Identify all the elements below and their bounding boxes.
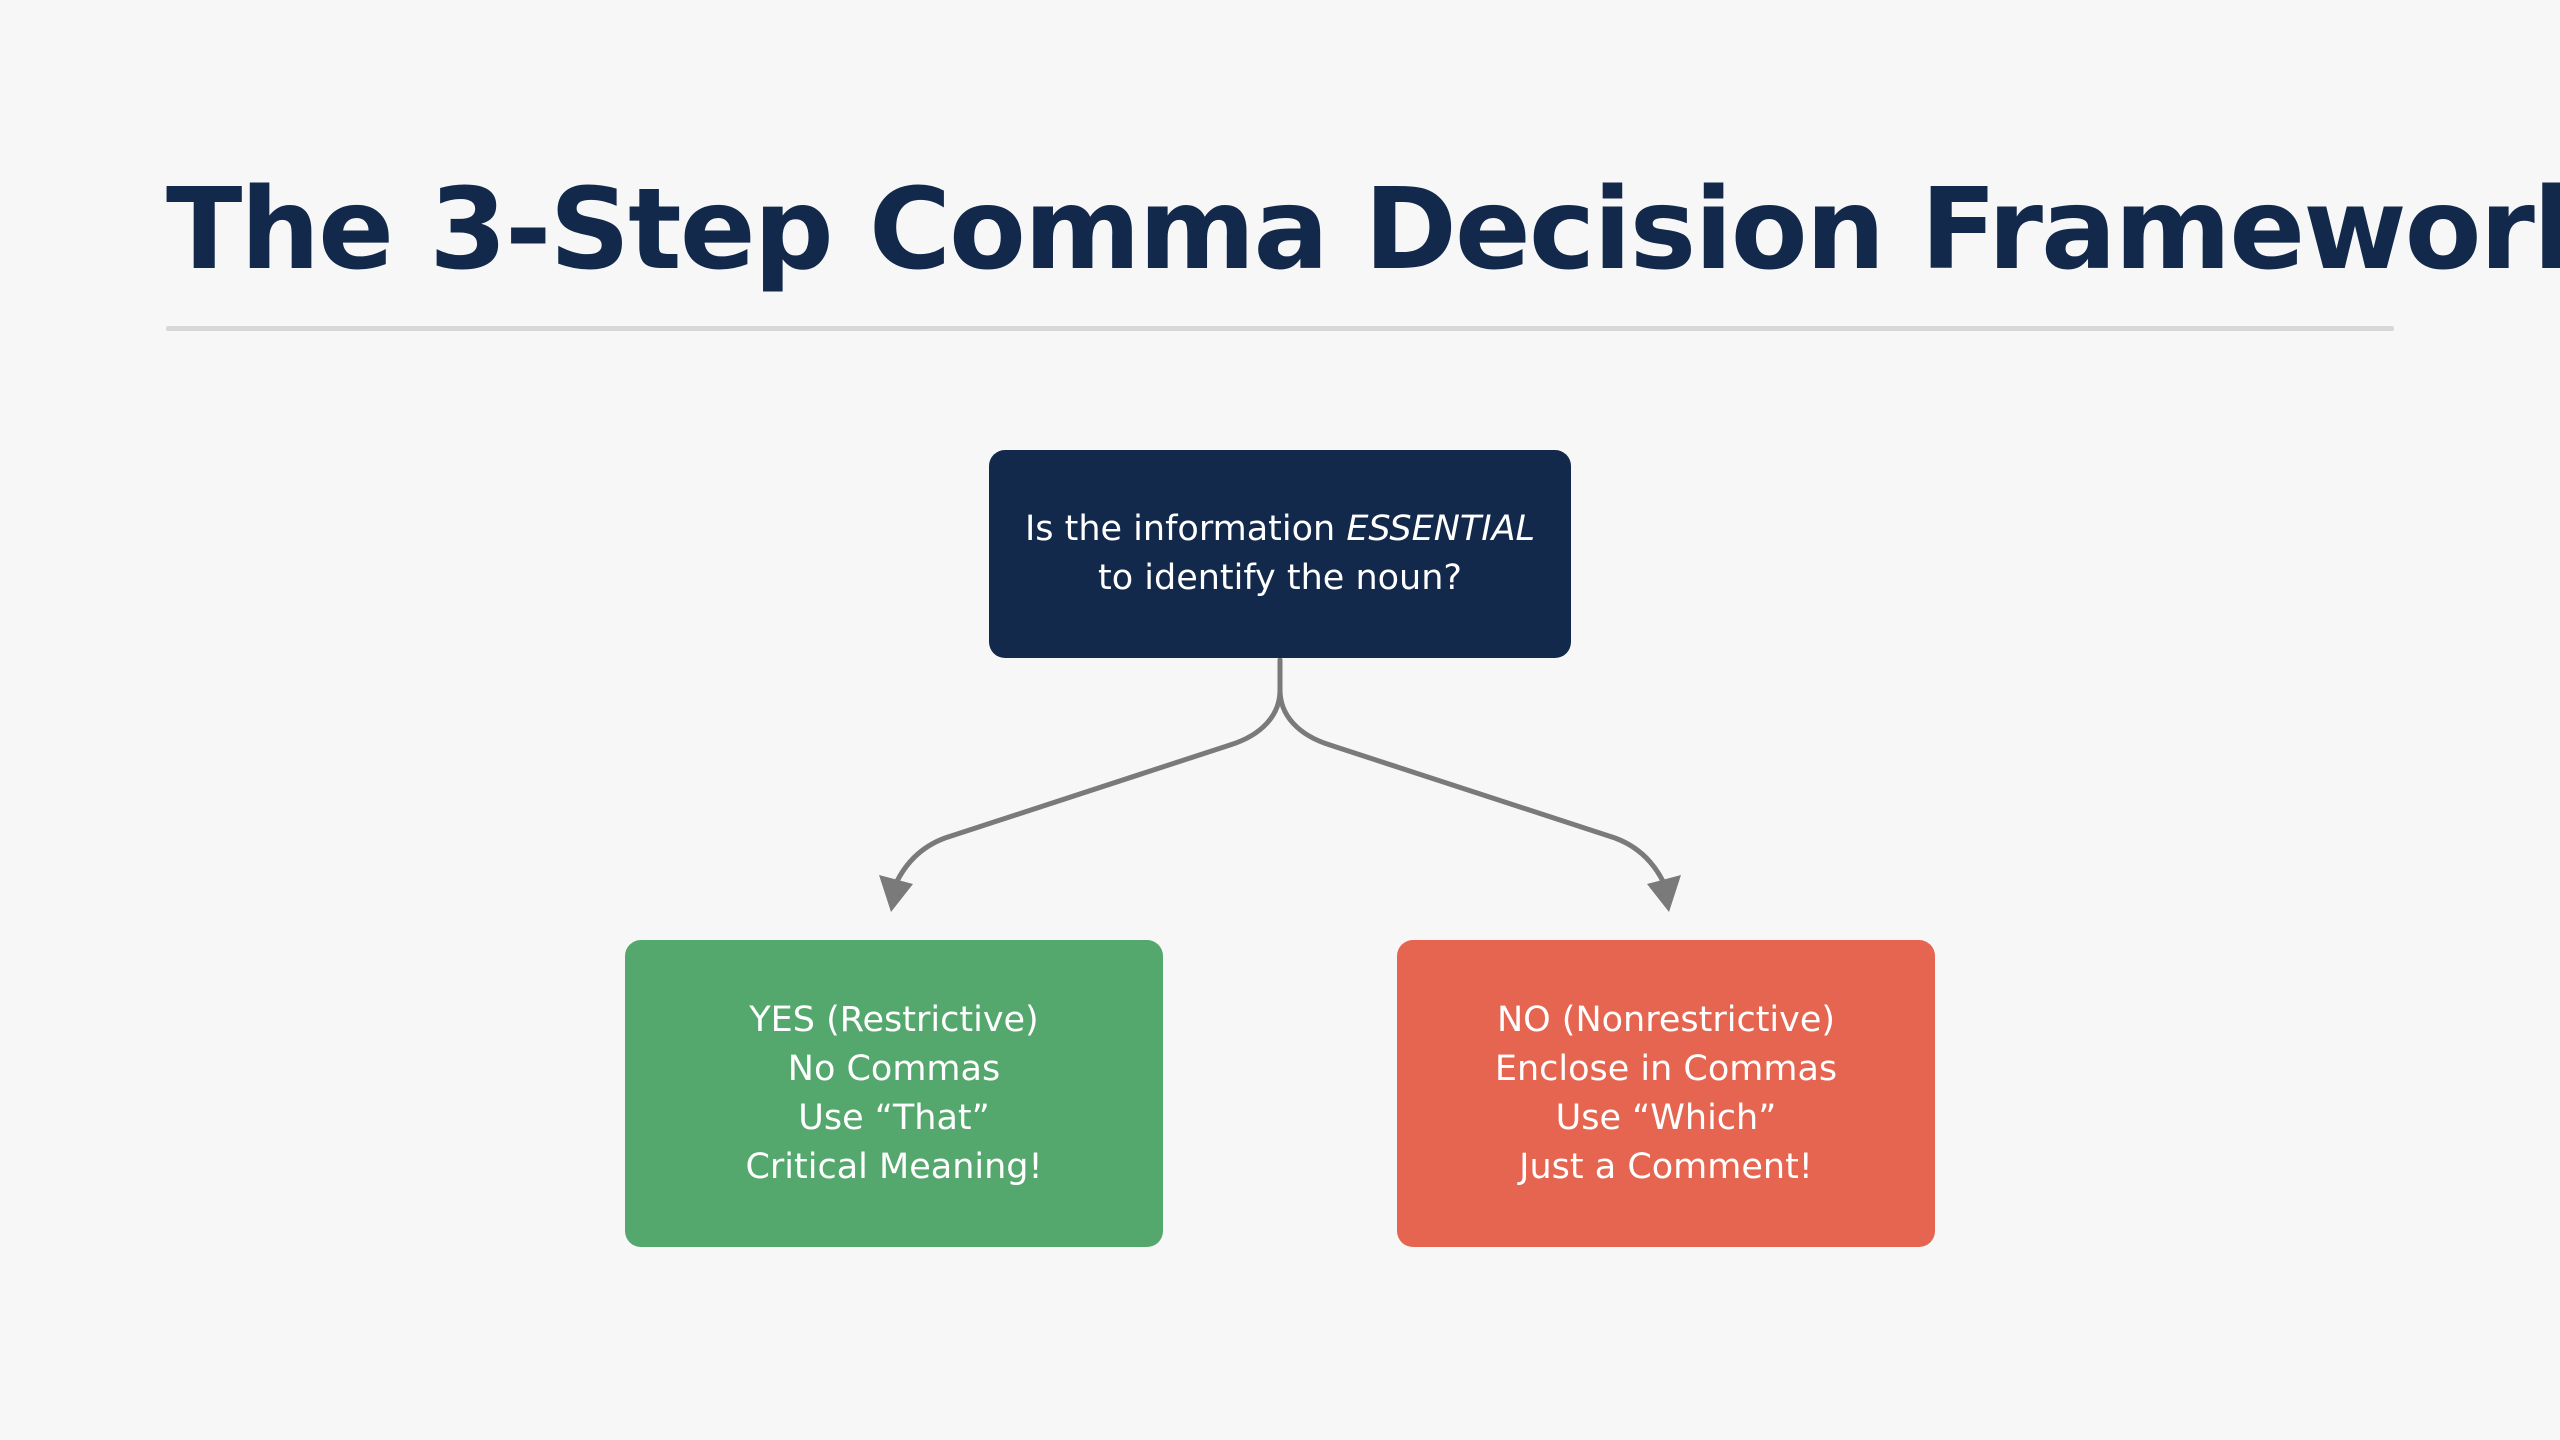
question-emphasis: ESSENTIAL [1346, 509, 1536, 549]
yes-line-1: YES (Restrictive) [749, 999, 1039, 1040]
question-line-2: to identify the noun? [1097, 558, 1462, 598]
yes-restrictive-box: YES (Restrictive) No Commas Use “That” C… [625, 940, 1163, 1247]
yes-line-2: No Commas [787, 1048, 1001, 1089]
connector-to-yes [890, 657, 1283, 893]
arrowhead-yes [879, 875, 913, 912]
decision-question-box: Is the information ESSENTIAL to identify… [989, 450, 1571, 658]
no-line-1: NO (Nonrestrictive) [1496, 999, 1836, 1040]
yes-line-3: Use “That” [798, 1097, 990, 1138]
connector-to-no [1277, 657, 1670, 893]
no-line-4: Just a Comment! [1519, 1146, 1813, 1187]
question-line-1: Is the information ESSENTIAL [1025, 505, 1535, 554]
no-nonrestrictive-box: NO (Nonrestrictive) Enclose in Commas Us… [1397, 940, 1935, 1247]
question-text: Is the information [1024, 509, 1347, 549]
no-line-3: Use “Which” [1555, 1097, 1777, 1138]
yes-line-4: Critical Meaning! [745, 1146, 1043, 1187]
no-line-2: Enclose in Commas [1494, 1048, 1838, 1089]
arrowhead-no [1647, 875, 1681, 912]
slide-title: The 3-Step Comma Decision Framework [166, 165, 2560, 295]
title-divider [166, 326, 2394, 331]
